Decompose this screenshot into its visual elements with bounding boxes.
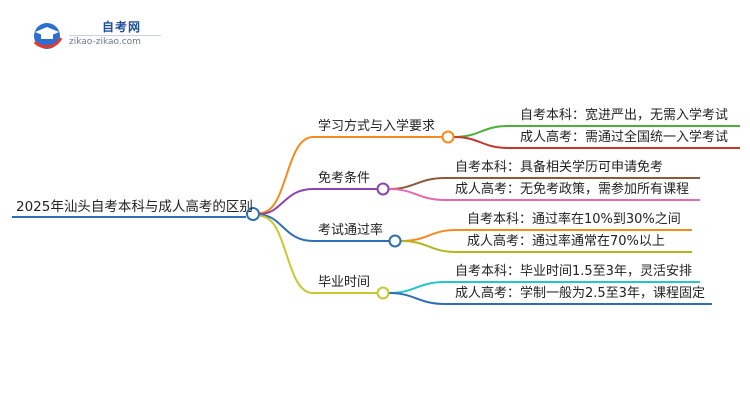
branch-label-3[interactable]: 考试通过率 [318,223,384,238]
leaf-connector-4-2 [388,292,712,305]
leaf-label-3-2[interactable]: 成人高考：通过率通常在70%以上 [467,234,665,249]
leaf-connector-3-2 [400,240,692,253]
branch-connector-4 [259,215,377,294]
branch-label-2[interactable]: 免考条件 [318,171,371,186]
leaf-label-2-2[interactable]: 成人高考：无免考政策，需参加所有课程 [455,182,690,197]
leaf-label-2-1[interactable]: 自考本科：具备相关学历可申请免考 [455,160,664,175]
branch-connector-3 [259,214,389,242]
branch-label-4[interactable]: 毕业时间 [318,275,371,290]
logo-divider [69,35,161,36]
branch-connector-1 [259,136,442,214]
root-node [246,207,260,221]
graduation-cap-icon [33,23,63,49]
branch-connector-2 [259,188,377,215]
leaf-label-3-1[interactable]: 自考本科：通过率在10%到30%之间 [467,212,681,227]
leaf-label-4-2[interactable]: 成人高考：学制一般为2.5至3年，课程固定 [455,286,705,301]
leaf-label-1-1[interactable]: 自考本科：宽进严出，无需入学考试 [520,108,729,123]
branch-node-3 [388,234,402,248]
leaf-label-4-1[interactable]: 自考本科：毕业时间1.5至3年，灵活安排 [455,264,692,279]
logo-name: 自考网 [102,20,142,34]
logo-url: zikao-zikao.com [69,37,141,47]
leaf-label-1-2[interactable]: 成人高考：需通过全国统一入学考试 [520,130,729,145]
branch-node-2 [376,182,390,196]
site-logo[interactable]: 自考网 zikao-zikao.com [30,14,161,50]
branch-label-1[interactable]: 学习方式与入学要求 [318,119,436,134]
branch-node-1 [441,130,455,144]
leaf-connector-1-2 [453,136,740,149]
root-topic[interactable]: 2025年汕头自考本科与成人高考的区别 [16,199,253,215]
leaf-connector-2-2 [388,188,700,201]
branch-node-4 [376,286,390,300]
